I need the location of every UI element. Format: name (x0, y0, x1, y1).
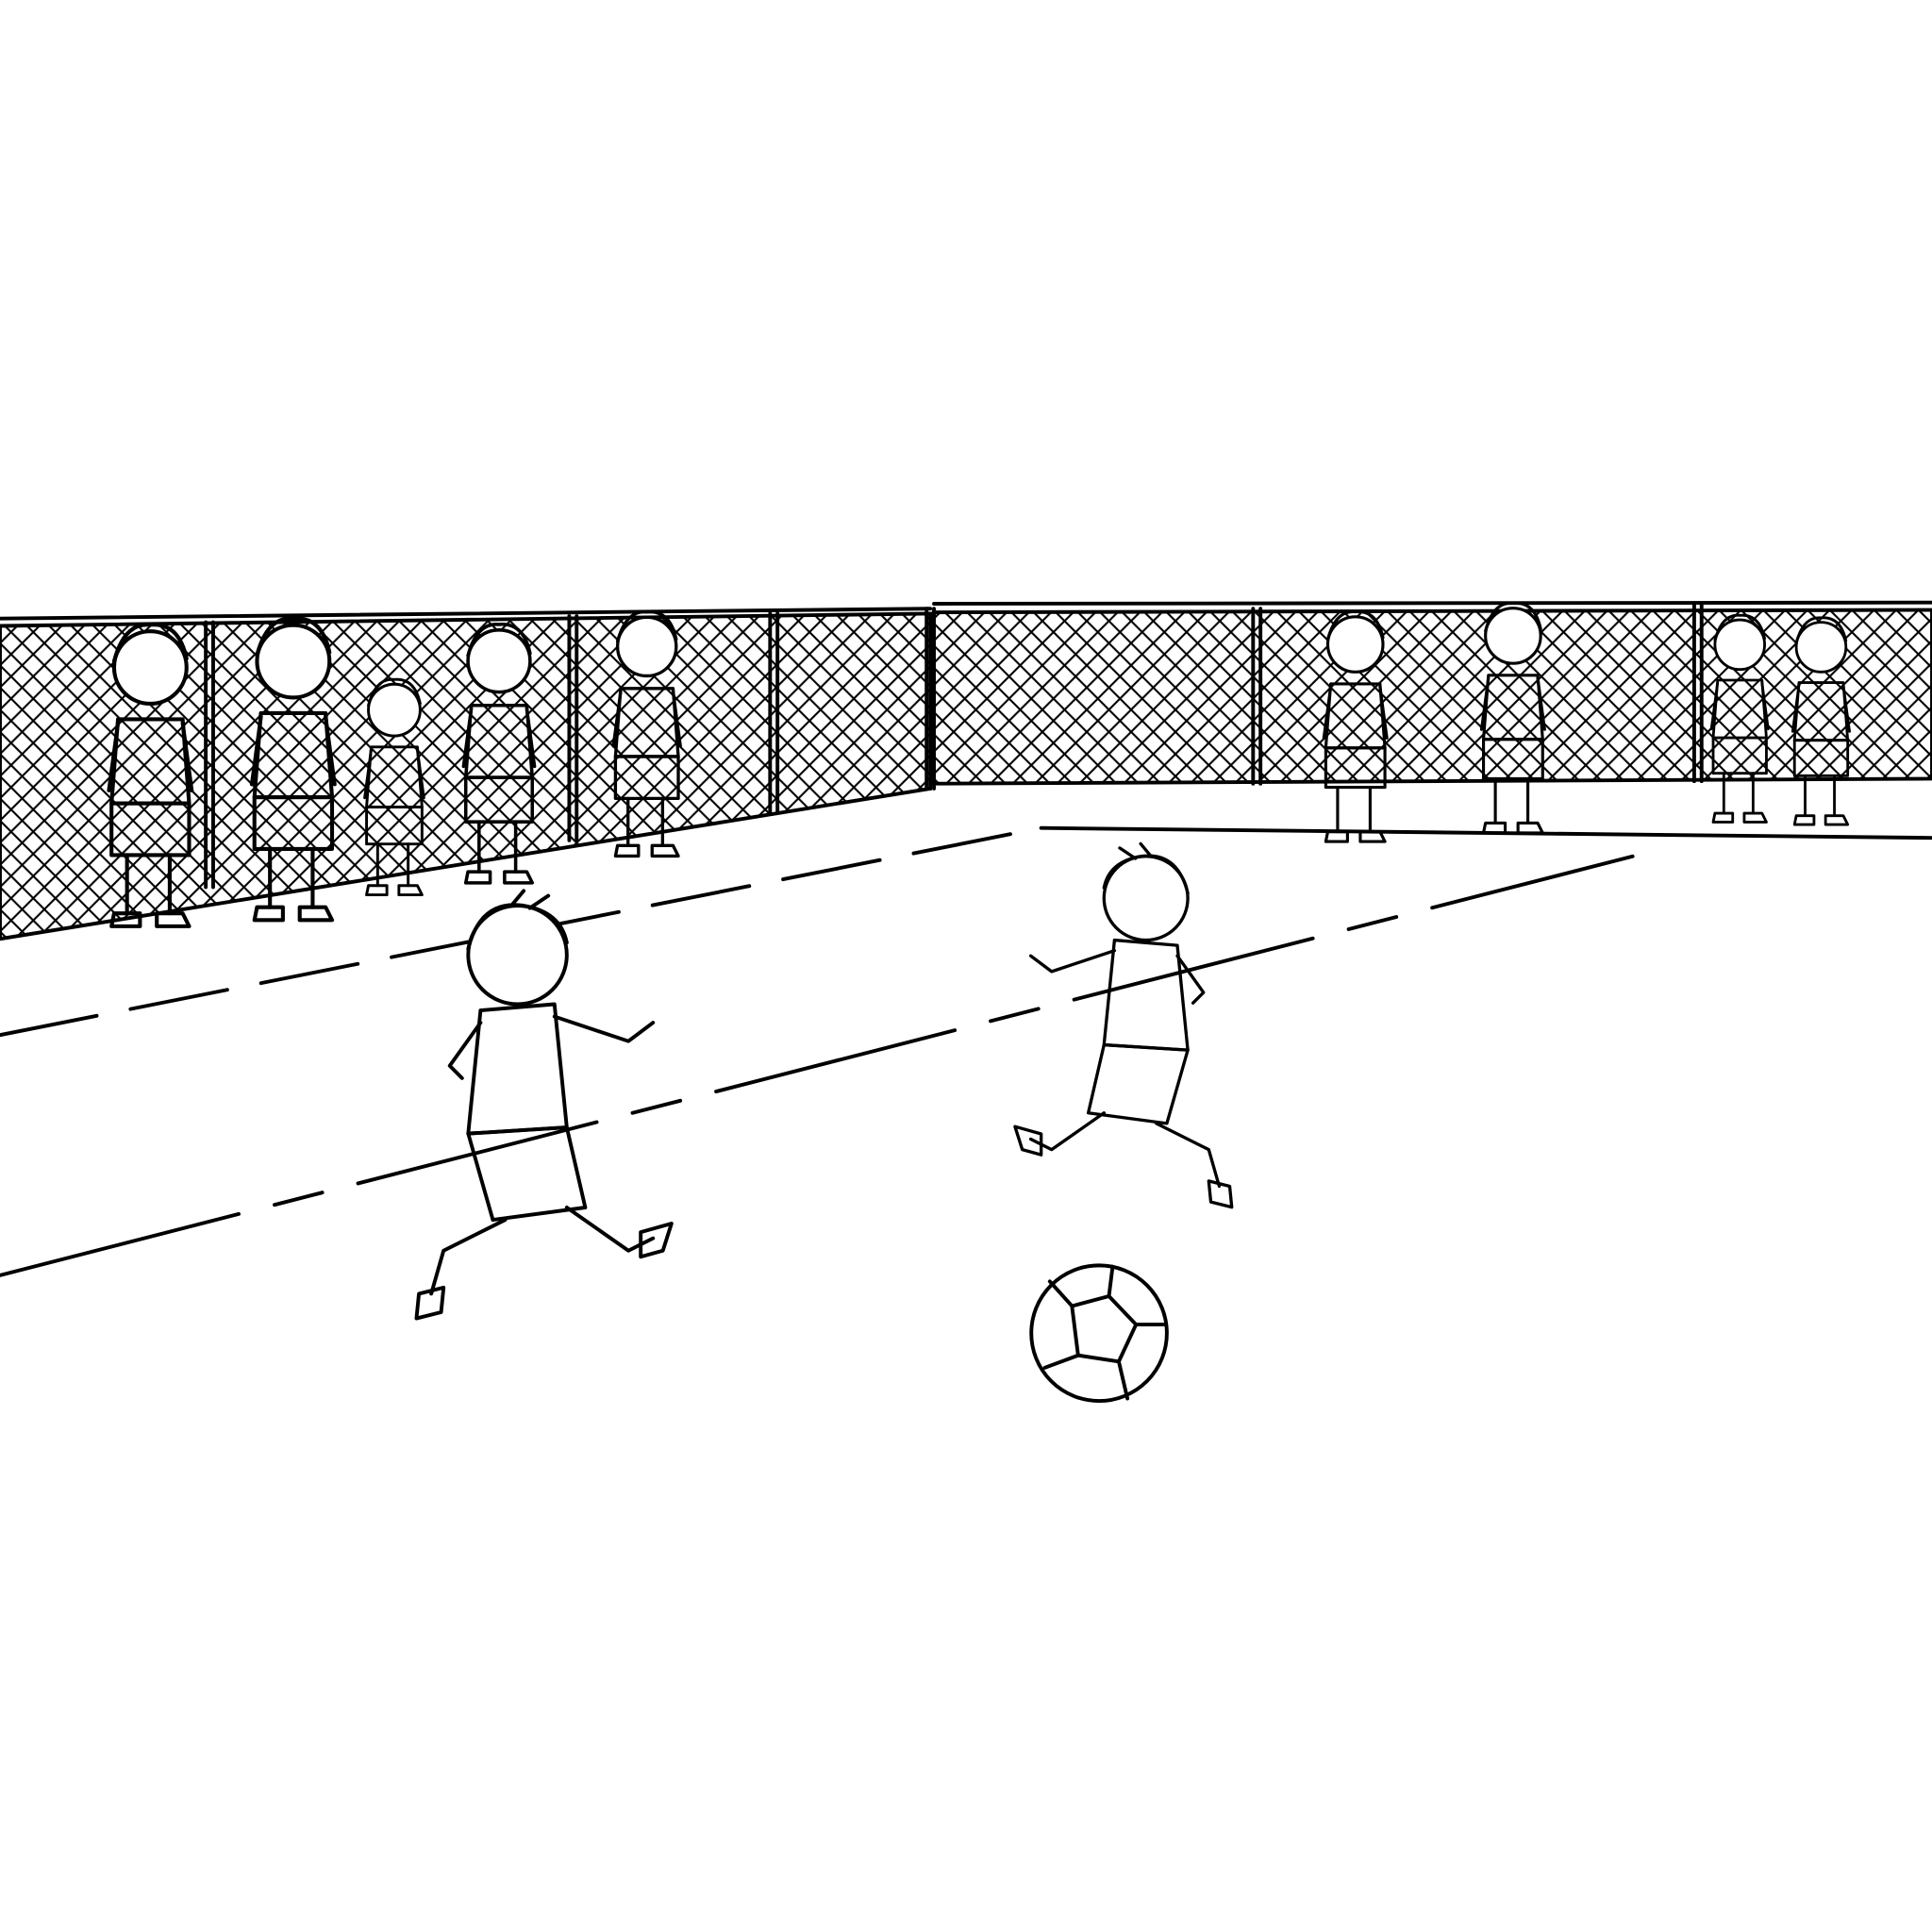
running-player-left (414, 889, 674, 1321)
fence-post (1251, 607, 1263, 786)
running-player-right (1013, 841, 1234, 1209)
spectator-child (1479, 601, 1546, 835)
spectator-child (107, 623, 194, 928)
spectator-child (363, 677, 425, 897)
fence-post (204, 620, 215, 890)
spectator-child (461, 623, 537, 885)
spectator-child (249, 616, 337, 923)
fence-post (924, 607, 936, 791)
soccer-ball (1029, 1263, 1169, 1404)
spectator-child (1790, 616, 1851, 826)
fence-mesh-right (932, 608, 1932, 786)
fence-post (567, 614, 579, 842)
fence-post (768, 611, 780, 815)
spectator-child (611, 610, 682, 858)
fence-post (1691, 603, 1704, 784)
spectator-child (1709, 613, 1770, 824)
spectator-child (1322, 610, 1389, 843)
